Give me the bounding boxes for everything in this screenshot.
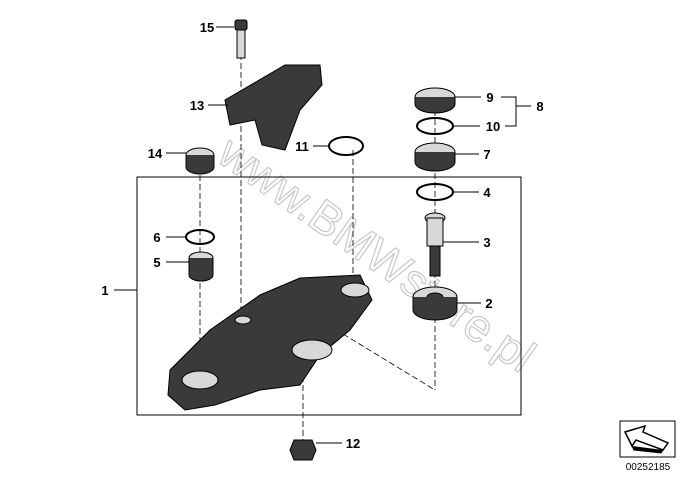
part-5-bushing[interactable]	[188, 251, 214, 282]
label-4: 4	[483, 185, 491, 200]
label-6: 6	[153, 230, 160, 245]
part-11-o-ring[interactable]	[328, 136, 364, 156]
part-9-cover[interactable]	[414, 87, 456, 114]
back-arrow-icon[interactable]	[619, 420, 676, 458]
label-5: 5	[153, 255, 160, 270]
part-12-nut[interactable]	[289, 439, 317, 461]
part-14-cap[interactable]	[185, 147, 215, 175]
label-7: 7	[483, 147, 490, 162]
part-15-bolt[interactable]	[234, 19, 248, 59]
label-11: 11	[295, 139, 309, 154]
leader-lines	[114, 26, 531, 444]
part-13-clamp[interactable]	[224, 64, 323, 151]
label-13: 13	[190, 98, 204, 113]
label-3: 3	[483, 235, 490, 250]
label-8: 8	[536, 99, 543, 114]
label-15: 15	[200, 20, 214, 35]
label-1: 1	[101, 283, 108, 298]
part-7-plug[interactable]	[414, 142, 456, 172]
label-14: 14	[148, 146, 163, 161]
label-2: 2	[485, 296, 492, 311]
label-10: 10	[486, 119, 500, 134]
diagram-code: 00252185	[626, 462, 671, 473]
part-1-triple-clamp[interactable]	[167, 274, 373, 411]
label-12: 12	[346, 436, 360, 451]
label-9: 9	[486, 90, 493, 105]
part-3-pin[interactable]	[424, 212, 446, 277]
part-2-bearing[interactable]	[412, 286, 458, 321]
assembly-frame	[136, 176, 522, 416]
